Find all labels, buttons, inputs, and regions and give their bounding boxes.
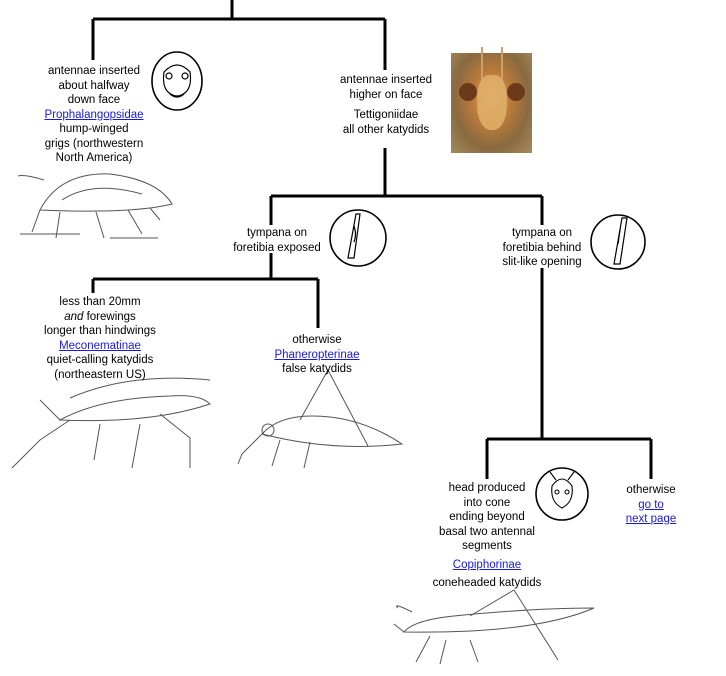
phaneropterinae-link[interactable]: Phaneropterinae — [274, 348, 360, 361]
common-name-line: all other katydids — [342, 123, 430, 136]
desc-line: slit-like opening — [502, 256, 582, 268]
desc-line: down face — [67, 94, 121, 106]
desc-line: and forewings — [64, 310, 136, 323]
hump-winged-grig-sketch — [17, 173, 173, 239]
phaneropterinae-couplet: otherwise Phaneropterinae false katydids — [262, 333, 372, 377]
desc-line: antennae inserted — [339, 74, 433, 86]
quiet-calling-katydid-sketch — [11, 377, 211, 469]
desc-line: tympana on — [511, 227, 573, 239]
taxon-name: Tettigoniidae — [353, 109, 419, 121]
desc-line: otherwise — [292, 334, 342, 346]
common-name-line: quiet-calling katydids — [46, 354, 154, 366]
common-name-line: false katydids — [282, 363, 352, 375]
meconematinae-couplet: less than 20mm and forewings longer than… — [30, 295, 170, 382]
common-name-line: hump-winged — [59, 123, 129, 135]
cone-head-icon — [535, 467, 589, 521]
katydid-face-photo — [451, 47, 532, 153]
tettigoniidae-couplet: antennae inserted higher on face Tettigo… — [326, 73, 446, 137]
next-page-link[interactable]: next page — [625, 513, 677, 525]
desc-line: basal two antennal — [439, 525, 535, 538]
connector-lines — [91, 0, 653, 479]
prophalangopsidae-link[interactable]: Prophalangopsidae — [44, 108, 144, 121]
foretibia-slit-icon — [590, 214, 646, 270]
copiphorinae-couplet: head produced into cone ending beyond ba… — [427, 481, 547, 591]
desc-line: less than 20mm — [59, 296, 141, 308]
foretibia-exposed-icon — [329, 209, 387, 267]
desc-line: higher on face — [349, 88, 423, 101]
next-page-couplet: otherwise go to next page — [611, 483, 691, 527]
desc-line: foretibia exposed — [233, 241, 321, 254]
copiphorinae-link[interactable]: Copiphorinae — [452, 558, 522, 571]
tympana-exposed-couplet: tympana on foretibia exposed — [222, 226, 332, 255]
desc-line: into cone — [463, 496, 511, 509]
head-front-view-icon — [151, 51, 203, 111]
desc-line: foretibia behind — [502, 241, 582, 254]
meconematinae-link[interactable]: Meconematinae — [59, 339, 141, 352]
desc-line: antennae inserted — [47, 65, 141, 77]
desc-line: head produced — [448, 482, 526, 494]
desc-line: segments — [462, 540, 512, 552]
common-name-line: coneheaded katydids — [432, 577, 542, 589]
desc-line: otherwise — [626, 484, 676, 496]
tympana-slit-couplet: tympana on foretibia behind slit-like op… — [488, 226, 596, 270]
go-to-link[interactable]: go to — [638, 498, 664, 511]
false-katydid-sketch — [237, 368, 404, 469]
common-name-line: (northeastern US) — [54, 368, 146, 381]
common-name-line: North America) — [55, 152, 133, 164]
desc-line: ending beyond — [449, 511, 525, 523]
desc-line: about halfway — [58, 79, 130, 92]
desc-line: tympana on — [246, 227, 308, 239]
coneheaded-katydid-sketch — [393, 589, 595, 665]
prophalangopsidae-couplet: antennae inserted about halfway down fac… — [30, 64, 158, 166]
common-name-line: grigs (northwestern — [44, 137, 144, 150]
desc-line: longer than hindwings — [44, 325, 156, 337]
